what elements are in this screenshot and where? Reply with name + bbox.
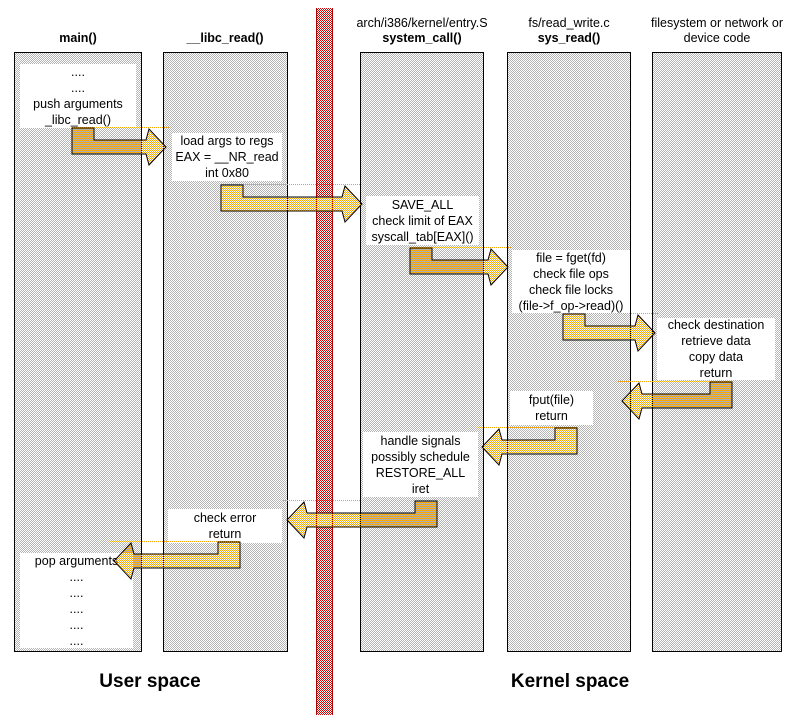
lane-title: filesystem or network or [651, 16, 783, 30]
box-line: .... [69, 633, 84, 648]
box-line: check error [193, 511, 257, 525]
box-line: retrieve data [681, 334, 751, 348]
box-line: EAX = __NR_read [175, 150, 279, 164]
box-line: check destination [667, 318, 765, 332]
lane-source-file: arch/i386/kernel/entry.S [356, 16, 488, 30]
box-line: push arguments [33, 97, 123, 111]
step-box-pop-arguments: pop arguments.................... [20, 553, 133, 648]
box-line: return [699, 366, 733, 380]
box-line: possibly schedule [371, 449, 470, 464]
lane-source-file: fs/read_write.c [528, 16, 610, 30]
step-box-push-arguments: ........ push arguments _libc_read() [20, 64, 136, 128]
lane-title: device code [683, 31, 751, 45]
box-line: .... [71, 65, 85, 79]
box-line: return [208, 527, 242, 541]
box-line: (file->f_op->read)() [518, 298, 624, 313]
box-line: .... [69, 601, 84, 616]
box-line: check file ops [533, 266, 609, 281]
lane-title: __libc_read() [186, 31, 264, 45]
lane-header-system-call: arch/i386/kernel/entry.S system_call() [342, 16, 502, 46]
box-line: syscall_tab[EAX]() [371, 229, 474, 244]
box-line: file = fget(fd) [536, 250, 606, 265]
box-line: handle signals [380, 433, 461, 448]
kernel-space-label: Kernel space [510, 671, 630, 692]
lane-system-call [360, 52, 484, 652]
box-line: SAVE_ALL [391, 197, 454, 212]
box-line: RESTORE_ALL [375, 465, 466, 480]
step-box-device-read: check destination retrieve data copy data r… [657, 318, 775, 380]
box-line: load args to regs [180, 134, 274, 148]
lane-header-sys-read: fs/read_write.c sys_read() [489, 16, 649, 46]
box-line: copy data [688, 350, 744, 364]
lane-title: system_call() [382, 31, 462, 45]
lane-title: main() [59, 31, 97, 45]
user-kernel-boundary-bar [316, 8, 333, 715]
user-space-label: User space [99, 671, 201, 692]
lane-header-main: main() [8, 31, 148, 46]
box-line: check file locks [528, 282, 614, 297]
box-line: _libc_read() [44, 113, 111, 127]
step-box-check-error: check error return [168, 509, 282, 543]
box-line: check limit of EAX [372, 213, 473, 228]
box-line: .... [71, 81, 85, 95]
box-line: int 0x80 [205, 166, 249, 180]
step-box-fput: fput(file) return [510, 391, 593, 425]
lane-header-libc-read: __libc_read() [145, 31, 305, 46]
lane-title: sys_read() [537, 31, 601, 45]
lane-header-device-code: filesystem or network or device code [637, 16, 790, 46]
box-line: fput(file) [528, 393, 575, 407]
box-line: pop arguments [34, 553, 119, 568]
box-line: return [535, 409, 568, 423]
box-line: iret [411, 481, 430, 496]
box-line: .... [69, 585, 84, 600]
lane-sys-read [507, 52, 631, 652]
box-line: .... [69, 569, 84, 584]
box-line: .... [69, 617, 84, 632]
